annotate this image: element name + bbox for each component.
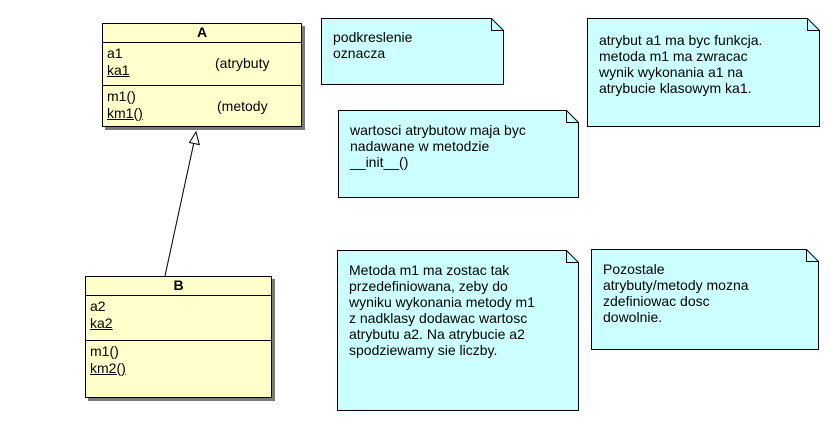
note-override[interactable]: Metoda m1 ma zostac tak przedefiniowana,… (337, 250, 578, 410)
note-rest-text: Pozostale atrybuty/metody mozna zdefinio… (603, 261, 749, 325)
note-underline-text: podkreslenie oznacza (333, 29, 413, 61)
class-a-attributes: a1 ka1 (atrybuty (103, 43, 301, 86)
class-b-methods: m1() km2() (86, 341, 271, 377)
class-a-attr-a1: a1 (107, 45, 123, 61)
note-underline[interactable]: podkreslenie oznacza (321, 18, 503, 84)
note-init-text: wartosci atrybutow maja byc nadawane w m… (350, 122, 526, 170)
note-a1-function-text: atrybut a1 ma byc funkcja. metoda m1 ma … (599, 32, 763, 96)
class-a-attr-ka1: ka1 (107, 62, 130, 78)
class-b-attr-a2: a2 (90, 298, 106, 314)
note-override-text: Metoda m1 ma zostac tak przedefiniowana,… (349, 262, 535, 358)
class-a-methods: m1() km1() (metody (103, 86, 301, 128)
class-b-attr-ka2: ka2 (90, 315, 113, 331)
class-b-name: B (86, 277, 271, 296)
class-a-method-note: (metody (217, 98, 268, 114)
note-rest[interactable]: Pozostale atrybuty/metody mozna zdefinio… (591, 249, 818, 349)
class-b-method-km2: km2() (90, 360, 126, 376)
note-init[interactable]: wartosci atrybutow maja byc nadawane w m… (338, 110, 578, 197)
class-a-attr-note: (atrybuty (215, 55, 270, 71)
class-b[interactable]: B a2 ka2 m1() km2() (85, 276, 272, 398)
class-a-method-km1: km1() (107, 105, 143, 121)
class-b-method-m1: m1() (90, 343, 119, 359)
note-a1-function[interactable]: atrybut a1 ma byc funkcja. metoda m1 ma … (587, 18, 819, 126)
class-a[interactable]: A a1 ka1 (atrybuty m1() km1() (metody (102, 23, 302, 127)
class-a-method-m1: m1() (107, 88, 136, 104)
class-a-name: A (103, 24, 301, 43)
class-b-attributes: a2 ka2 (86, 296, 271, 341)
